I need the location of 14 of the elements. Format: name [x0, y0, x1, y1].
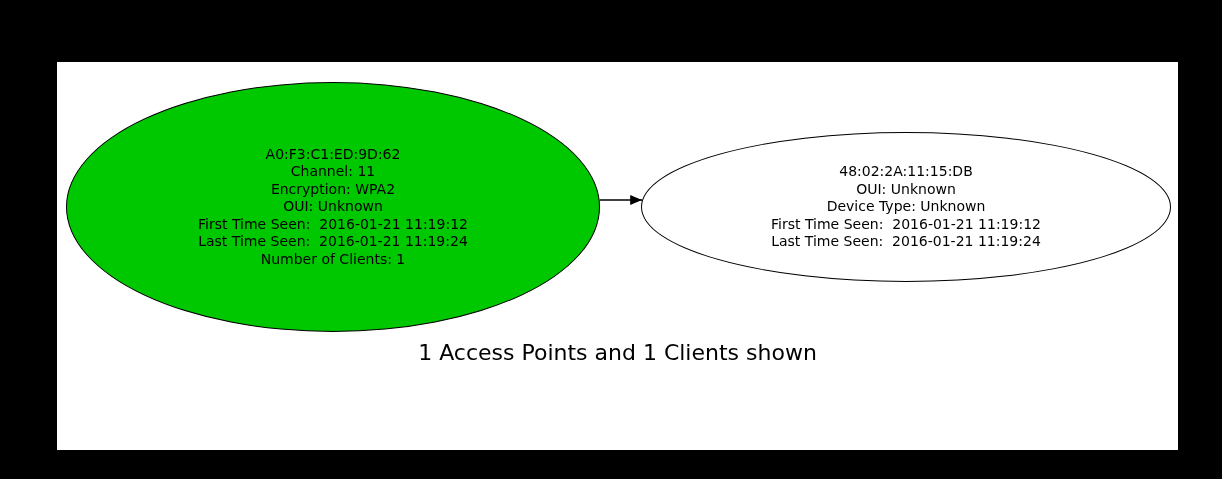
node-text: A0:F3:C1:ED:9D:62: [265, 145, 401, 164]
node-text: OUI: Unknown: [856, 180, 956, 199]
node-text: Encryption: WPA2: [270, 180, 396, 199]
node-text: Last Time Seen: 2016-01-21 11:19:24: [771, 233, 1041, 251]
node-text: Last Time Seen: 2016-01-21 11:19:24: [198, 233, 468, 251]
node-text: First Time Seen: 2016-01-21 11:19:12: [771, 215, 1041, 234]
arrow: [598, 195, 643, 205]
node-text: 48:02:2A:11:15:DB: [839, 163, 973, 181]
node-text: Number of Clients: 1: [260, 250, 406, 269]
node-text: Channel: 11: [290, 163, 376, 181]
node-text: OUI: Unknown: [283, 198, 383, 216]
node-text: First Time Seen: 2016-01-21 11:19:12: [198, 215, 468, 234]
caption: 1 Access Points and 1 Clients shown: [417, 339, 818, 367]
node-text: Device Type: Unknown: [826, 198, 986, 216]
